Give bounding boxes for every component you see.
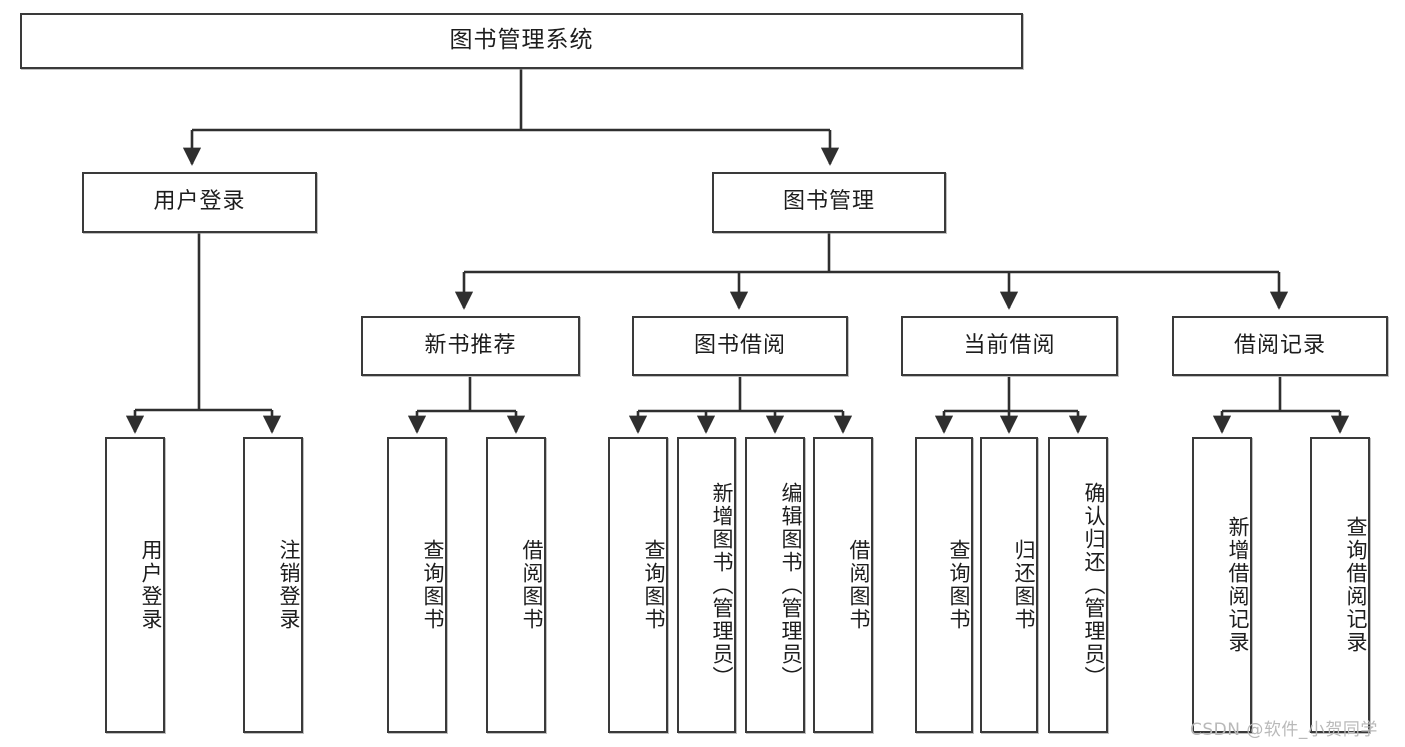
node-label: 借阅图书	[520, 539, 544, 631]
leaf-current-return-book[interactable]: 归还图书	[980, 437, 1038, 733]
node-label: 归还图书	[1012, 539, 1036, 631]
node-label: 图书管理	[782, 189, 875, 215]
node-book-borrow[interactable]: 图书借阅	[632, 316, 848, 376]
node-new-book-recommend[interactable]: 新书推荐	[361, 316, 580, 376]
node-label: 图书借阅	[693, 332, 786, 358]
node-book-management[interactable]: 图书管理	[712, 172, 946, 233]
node-borrow-record[interactable]: 借阅记录	[1172, 316, 1388, 376]
node-label: 借阅记录	[1233, 332, 1326, 358]
csdn-watermark: CSDN @软件_小贺同学	[1190, 720, 1378, 740]
leaf-current-query-book[interactable]: 查询图书	[915, 437, 973, 733]
node-label: 查询图书	[421, 539, 445, 631]
node-label: 新增借阅记录	[1226, 516, 1250, 654]
node-user-login[interactable]: 用户登录	[82, 172, 317, 233]
node-label: 确认归还（管理员）	[1082, 481, 1106, 689]
node-label: 当前借阅	[963, 332, 1056, 358]
leaf-user-login[interactable]: 用户登录	[105, 437, 165, 733]
leaf-borrow-query-book[interactable]: 查询图书	[608, 437, 668, 733]
node-label: 用户登录	[139, 539, 163, 631]
leaf-record-query-record[interactable]: 查询借阅记录	[1310, 437, 1370, 733]
node-label: 新增图书（管理员）	[710, 481, 734, 689]
node-label: 新书推荐	[424, 332, 517, 358]
node-label: 注销登录	[277, 539, 301, 631]
leaf-borrow-borrow-book[interactable]: 借阅图书	[813, 437, 873, 733]
leaf-record-add-record[interactable]: 新增借阅记录	[1192, 437, 1252, 733]
leaf-recommend-borrow-book[interactable]: 借阅图书	[486, 437, 546, 733]
node-label: 查询借阅记录	[1344, 516, 1368, 654]
leaf-recommend-query-book[interactable]: 查询图书	[387, 437, 447, 733]
leaf-current-confirm-return-admin[interactable]: 确认归还（管理员）	[1048, 437, 1108, 733]
node-label: 查询图书	[947, 539, 971, 631]
node-current-borrow[interactable]: 当前借阅	[901, 316, 1118, 376]
node-label: 用户登录	[153, 189, 246, 215]
node-label: 查询图书	[642, 539, 666, 631]
leaf-borrow-add-book-admin[interactable]: 新增图书（管理员）	[677, 437, 736, 733]
node-root-system[interactable]: 图书管理系统	[20, 13, 1023, 69]
leaf-user-logout[interactable]: 注销登录	[243, 437, 303, 733]
node-label: 编辑图书（管理员）	[779, 481, 803, 689]
node-label: 图书管理系统	[449, 27, 594, 54]
node-label: 借阅图书	[847, 539, 871, 631]
leaf-borrow-edit-book-admin[interactable]: 编辑图书（管理员）	[745, 437, 805, 733]
